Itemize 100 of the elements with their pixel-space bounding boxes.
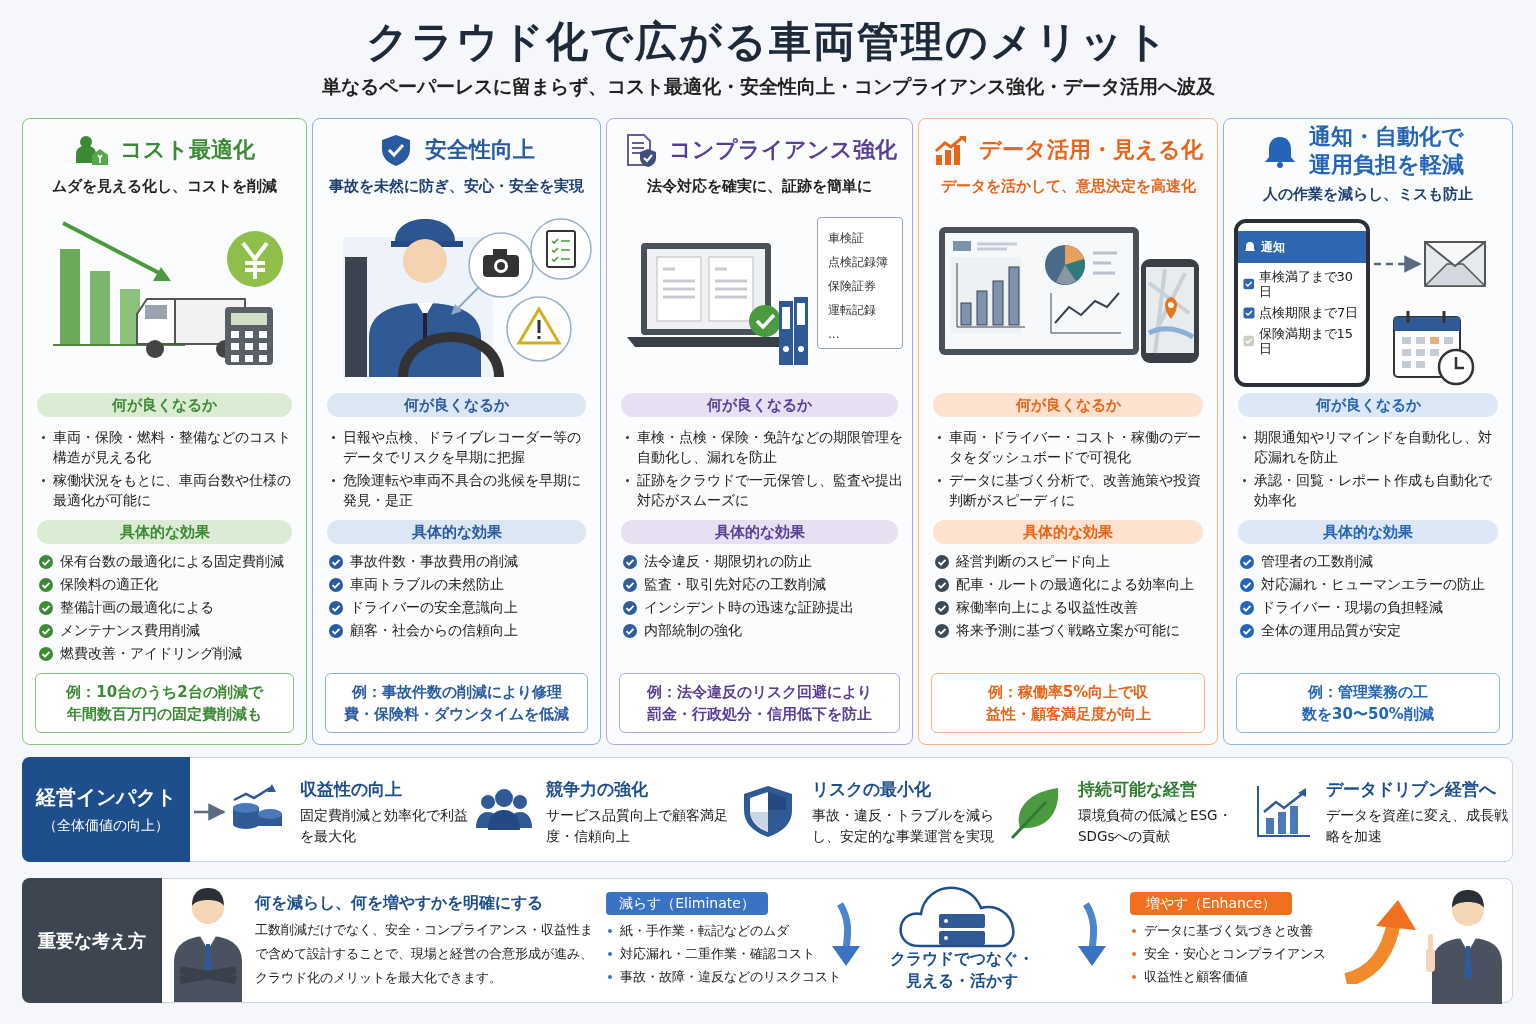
bullet-item: 承認・回覧・レポート作成も自動化で効率化 (1240, 470, 1504, 510)
panel-header: 重要な考え方 (22, 878, 162, 1003)
bullet-item: データに基づく分析で、改善施策や投資判断がスピーディに (935, 470, 1209, 510)
example-box: 例：法令違反のリスク回避により罰金・行政処分・信用低下を防止 (619, 673, 900, 733)
effect-item: 経営判断のスピード向上 (956, 552, 1110, 571)
list-item: 安全・安心とコンプライアンス (1130, 945, 1326, 963)
section-header: 具体的な効果 (1238, 520, 1498, 544)
panel-title: 経営インパクト (36, 784, 176, 811)
list-item: 収益性と顧客価値 (1130, 968, 1248, 986)
tag: 減らす（Eliminate） (606, 892, 768, 915)
example-box: 例：事故件数の削減により修理費・保険料・ダウンタイムを低減 (325, 673, 588, 733)
phone-screen (1234, 219, 1370, 387)
bullet-item: 車両・保険・燃料・整備などのコスト構造が見える化 (39, 427, 298, 467)
heading: 何を減らし、何を増やすかを明確にする (255, 893, 543, 914)
bullet-item: 日報や点検、ドライブレコーダー等のデータでリスクを早期に把握 (329, 427, 592, 467)
bullet-item: 証跡をクラウドで一元保管し、監査や提出対応がスムーズに (623, 470, 904, 510)
effect-item: 全体の運用品質が安定 (1261, 621, 1401, 640)
section-header: 具体的な効果 (621, 520, 898, 544)
item-description: サービス品質向上で顧客満足度・信頼向上 (546, 805, 729, 846)
item-title: リスクの最小化 (812, 777, 932, 801)
effect-item: 燃費改善・アイドリング削減 (60, 644, 242, 663)
effect-item: ドライバーの安全意識向上 (350, 598, 518, 617)
effect-item: 車両トラブルの未然防止 (350, 575, 504, 594)
card (22, 118, 307, 745)
section-header: 何が良くなるか (37, 393, 292, 417)
item-description: 環境負荷の低減とESG・SDGsへの貢献 (1078, 805, 1233, 846)
bullet-item: 稼働状況をもとに、車両台数や仕様の最適化が可能に (39, 470, 298, 510)
section-header: 何が良くなるか (327, 393, 586, 417)
impact-header (22, 757, 190, 862)
example-box: 例：10台のうち2台の削減で年間数百万円の固定費削減も (35, 673, 294, 733)
list-item: データに基づく気づきと改善 (1130, 922, 1313, 940)
notification-item: 保険満期まで15日 (1258, 326, 1355, 356)
notification-item: 点検期限まで7日 (1259, 305, 1359, 320)
card (1223, 118, 1513, 745)
envelope-icon (1424, 241, 1486, 287)
item-title: 収益性の向上 (300, 777, 403, 801)
effect-item: 将来予測に基づく戦略立案が可能に (956, 621, 1180, 640)
item-title: 持続可能な経営 (1078, 777, 1198, 801)
item-title: 競争力の強化 (546, 777, 649, 801)
panel-subtitle: （全体価値の向上） (43, 817, 169, 835)
effect-item: 整備計画の最適化による (60, 598, 214, 617)
card-title: 安全性向上 (424, 136, 535, 164)
effect-item: 顧客・社会からの信頼向上 (350, 621, 518, 640)
list-item: 事故・故障・違反などのリスクコスト (606, 968, 841, 986)
list-item: 運転記録 (828, 302, 877, 319)
example-box: 例：管理業務の工数を30〜50%削減 (1236, 673, 1500, 733)
effect-item: 稼働率向上による収益性改善 (956, 598, 1138, 617)
effect-item: 監査・取引先対応の工数削減 (644, 575, 826, 594)
card (312, 118, 601, 745)
effect-item: 事故件数・事故費用の削減 (350, 552, 518, 571)
card-title: データ活用・見える化 (979, 136, 1203, 164)
card-title: コスト最適化 (120, 136, 255, 164)
effect-item: ドライバー・現場の負担軽減 (1261, 598, 1443, 617)
tag: 増やす（Enhance） (1130, 892, 1292, 915)
card-subtitle: ムダを見える化し、コストを削減 (51, 177, 278, 196)
effect-item: インシデント時の迅速な証跡提出 (644, 598, 854, 617)
list-item: … (828, 326, 841, 343)
notification-title: 通知 (1261, 238, 1285, 256)
arrow (194, 803, 226, 821)
notification-item: 車検満了まで30日 (1258, 269, 1355, 299)
item-description: 事故・違反・トラブルを減らし、安定的な事業運営を実現 (812, 805, 995, 846)
bullet-item: 車両・ドライバー・コスト・稼働のデータをダッシュボードで可視化 (935, 427, 1209, 467)
dashed-arrow (1374, 255, 1422, 273)
card-subtitle: データを活かして、意思決定を高速化 (939, 177, 1197, 196)
document-list-box (817, 217, 903, 349)
paragraph: 工数削減だけでなく、安全・コンプライアンス・収益性まで含めて設計することで、現場と経営の合意形成が進み、クラウド化のメリットを最大化できます。 (255, 921, 594, 987)
effect-item: メンテナンス費用削減 (60, 621, 200, 640)
card-title: 通知・自動化で運用負担を軽減 (1308, 123, 1465, 179)
card-title: コンプライアンス強化 (668, 136, 897, 164)
section-header: 具体的な効果 (933, 520, 1203, 544)
list-item: 車検証 (828, 230, 865, 247)
effect-item: 法令違反・期限切れの防止 (644, 552, 812, 571)
card (606, 118, 913, 745)
bullet-item: 危険運転や車両不具合の兆候を早期に発見・是正 (329, 470, 592, 510)
item-description: データを資産に変え、成長戦略を加速 (1326, 805, 1509, 846)
section-header: 何が良くなるか (621, 393, 898, 417)
bullet-item: 車検・点検・保険・免許などの期限管理を自動化し、漏れを防止 (623, 427, 904, 467)
section-header: 具体的な効果 (327, 520, 586, 544)
list-item: 対応漏れ・二重作業・確認コスト (606, 945, 815, 963)
effect-item: 配車・ルートの最適化による効率向上 (956, 575, 1194, 594)
list-item: 紙・手作業・転記などのムダ (606, 922, 789, 940)
section-header: 何が良くなるか (933, 393, 1203, 417)
effect-item: 内部統制の強化 (644, 621, 742, 640)
effect-item: 保険料の適正化 (60, 575, 158, 594)
card-subtitle: 人の作業を減らし、ミスも防止 (1262, 185, 1474, 204)
list-item: 点検記録簿 (828, 254, 889, 271)
cloud-caption: クラウドでつなぐ・見える・活かす (889, 949, 1035, 992)
bullet-item: 期限通知やリマインドを自動化し、対応漏れを防止 (1240, 427, 1504, 467)
effect-item: 管理者の工数削減 (1261, 552, 1373, 571)
effect-item: 対応漏れ・ヒューマンエラーの防止 (1261, 575, 1485, 594)
example-box: 例：稼働率5%向上で収益性・顧客満足度が向上 (931, 673, 1205, 733)
card-subtitle: 法令対応を確実に、証跡を簡単に (646, 177, 873, 196)
item-description: 固定費削減と効率化で利益を最大化 (300, 805, 468, 846)
card-subtitle: 事故を未然に防ぎ、安心・安全を実現 (328, 177, 585, 196)
effect-item: 保有台数の最適化による固定費削減 (60, 552, 284, 571)
card (918, 118, 1218, 745)
list-item: 保険証券 (828, 278, 877, 295)
item-title: データドリブン経営へ (1326, 777, 1497, 801)
section-header: 何が良くなるか (1238, 393, 1498, 417)
page-title: クラウド化で広がる車両管理のメリット (365, 16, 1171, 68)
